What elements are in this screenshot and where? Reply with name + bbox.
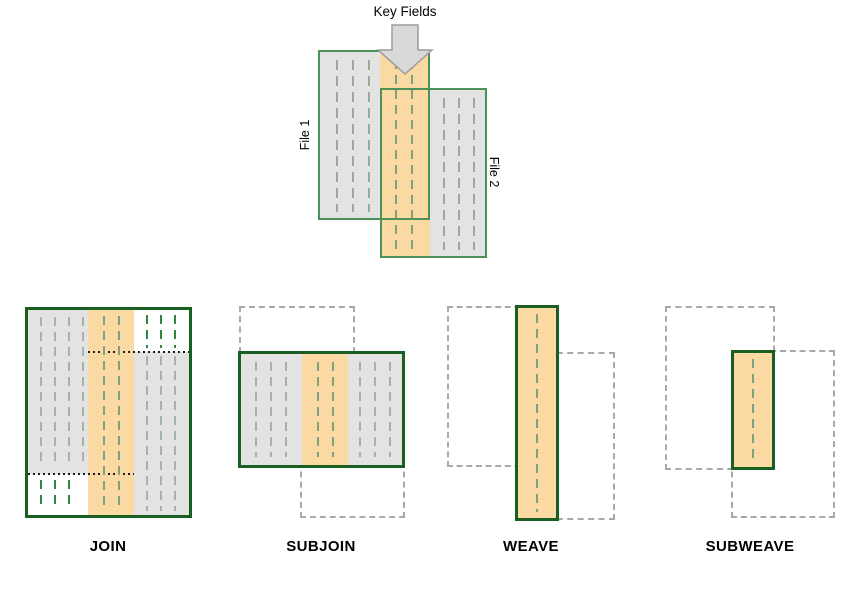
field-line — [160, 315, 162, 348]
field-line — [473, 98, 475, 250]
subweave-label: SUBWEAVE — [705, 538, 795, 555]
subweave-diagram — [731, 350, 775, 470]
field-line — [146, 356, 148, 511]
join-bottom-boundary-dots — [28, 473, 134, 475]
file2-label: File 2 — [487, 156, 501, 188]
subjoin-label: SUBJOIN — [286, 538, 356, 555]
join-key-column — [88, 310, 134, 515]
join-label: JOIN — [89, 538, 127, 555]
key-fields-label: Key Fields — [373, 4, 437, 19]
file1-label: File 1 — [298, 119, 312, 151]
key-field-line — [103, 316, 105, 509]
key-field-line — [395, 60, 397, 250]
subjoin-key-column — [302, 354, 348, 465]
field-line — [160, 356, 162, 511]
weave-label: WEAVE — [503, 538, 559, 555]
key-field-line — [332, 362, 334, 457]
key-field-line — [411, 60, 413, 250]
field-line — [389, 362, 391, 457]
field-line — [40, 317, 42, 467]
field-line — [285, 362, 287, 457]
join-left-matched-area — [28, 310, 88, 474]
field-line — [68, 317, 70, 467]
field-line — [270, 362, 272, 457]
weave-diagram — [515, 305, 559, 521]
file1-rect-outline — [318, 50, 430, 220]
field-line — [146, 315, 148, 348]
key-fields-arrow-icon — [376, 24, 434, 76]
key-field-line — [752, 359, 754, 461]
field-line — [352, 60, 354, 212]
field-line — [174, 315, 176, 348]
field-line — [368, 60, 370, 212]
field-line — [255, 362, 257, 457]
key-field-line — [118, 316, 120, 509]
field-line — [54, 480, 56, 510]
field-line — [443, 98, 445, 250]
field-line — [374, 362, 376, 457]
field-line — [458, 98, 460, 250]
field-line — [82, 317, 84, 467]
field-line — [68, 480, 70, 510]
field-line — [359, 362, 361, 457]
field-line — [174, 356, 176, 511]
field-line — [40, 480, 42, 510]
join-top-boundary-dots — [88, 351, 189, 353]
file2-rect-outline — [380, 88, 487, 258]
key-field-column-highlight — [380, 50, 430, 258]
field-line — [336, 60, 338, 212]
subjoin-diagram — [238, 351, 405, 468]
field-line — [54, 317, 56, 467]
key-field-line — [317, 362, 319, 457]
join-diagram — [25, 307, 192, 518]
key-field-line — [536, 314, 538, 512]
